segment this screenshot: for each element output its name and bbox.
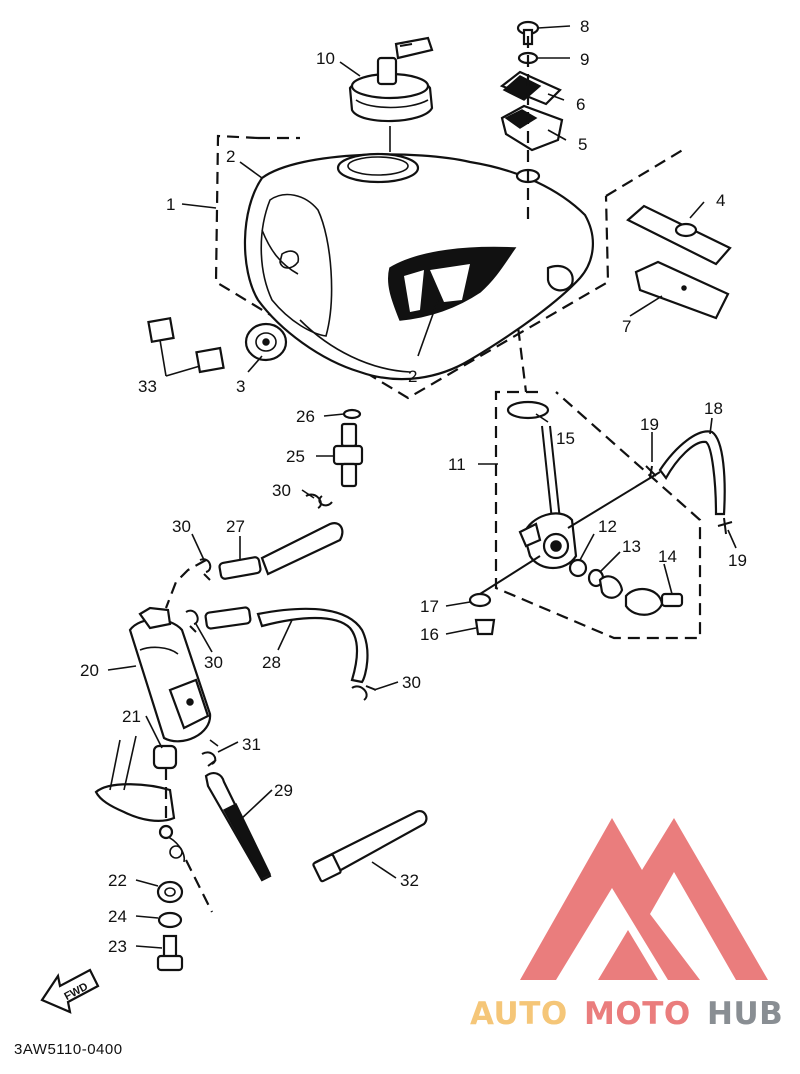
callout-30-d: 30	[402, 673, 421, 692]
fuel-cap	[348, 36, 434, 152]
damper-21	[152, 744, 178, 770]
collar-22	[156, 880, 184, 904]
tank-assembly-boundary	[214, 134, 687, 400]
leader-27-to-pump	[164, 559, 207, 609]
fwd-arrow: FWD	[40, 968, 100, 1014]
diagram-code: 3AW5110-0400	[14, 1041, 123, 1058]
fuel-tank	[243, 152, 594, 381]
lever-plate	[598, 575, 664, 616]
clip-30a	[305, 493, 333, 509]
clip-30b	[199, 558, 212, 581]
clip-19b	[717, 517, 733, 535]
callout-19-right: 19	[728, 551, 747, 570]
callout-22: 22	[108, 871, 127, 890]
callout-1: 1	[166, 195, 175, 214]
callout-labels: 1 2 2 3 4 5 6 7 8 9 10 11 12 13 14 15 16…	[80, 17, 747, 956]
callout-32: 32	[400, 871, 419, 890]
joint-25	[332, 422, 364, 488]
callout-4: 4	[716, 191, 725, 210]
callout-7: 7	[622, 317, 631, 336]
callout-26: 26	[296, 407, 315, 426]
callout-15: 15	[556, 429, 575, 448]
callout-30-c: 30	[204, 653, 223, 672]
callout-2-top: 2	[226, 147, 235, 166]
o-ring-26	[342, 408, 362, 420]
callout-8: 8	[580, 17, 589, 36]
callout-20: 20	[80, 661, 99, 680]
washer-17	[468, 592, 492, 608]
fuel-cock-assembly-boundary	[494, 390, 702, 640]
logo-triangle-mark	[520, 818, 768, 980]
clip-30d	[351, 685, 377, 701]
callout-29: 29	[274, 781, 293, 800]
sticker-33	[147, 316, 225, 374]
bracket-4	[626, 204, 732, 266]
cover-5	[500, 104, 564, 152]
callout-14: 14	[658, 547, 677, 566]
callout-25: 25	[286, 447, 305, 466]
callout-2-bottom: 2	[408, 367, 417, 386]
breather-hose-29	[204, 772, 272, 882]
leader-tank-to-cock	[514, 309, 528, 393]
callout-10: 10	[316, 49, 335, 68]
callout-11: 11	[448, 455, 466, 474]
callout-16: 16	[420, 625, 439, 644]
callout-12: 12	[598, 517, 617, 536]
damper-7	[634, 260, 730, 320]
band-32	[312, 810, 428, 883]
callout-24: 24	[108, 907, 127, 926]
cover-6	[499, 70, 562, 106]
fuel-cock	[518, 425, 578, 570]
drain-bolt-16	[474, 618, 496, 636]
clip-31	[201, 751, 217, 767]
callout-21: 21	[122, 707, 141, 726]
leader-cock-to-17	[479, 555, 541, 595]
screw-14	[660, 592, 684, 608]
gasket-12	[568, 558, 588, 578]
callout-23: 23	[108, 937, 127, 956]
damper-3	[244, 322, 288, 362]
callout-30-a: 30	[272, 481, 291, 500]
automotohub-logo: AUTO MOTO HUB	[470, 818, 783, 1032]
callout-6: 6	[576, 95, 585, 114]
hose-18	[658, 430, 726, 516]
brand-hub: HUB	[707, 996, 783, 1032]
callout-33: 33	[138, 377, 157, 396]
brand-auto: AUTO	[470, 996, 568, 1032]
leader-hose-to-cock	[567, 471, 661, 529]
fuel-pump	[128, 606, 219, 747]
callout-3: 3	[236, 377, 245, 396]
callout-9: 9	[580, 50, 589, 69]
clip-30c	[185, 609, 199, 633]
hose-27	[218, 522, 344, 580]
washer-24	[157, 911, 183, 929]
nut-boss	[158, 824, 174, 840]
callout-leaders	[107, 25, 737, 949]
callout-17: 17	[420, 597, 439, 616]
hose-28	[204, 606, 369, 684]
callout-28: 28	[262, 653, 281, 672]
callout-30-b: 30	[172, 517, 191, 536]
callout-5: 5	[578, 135, 587, 154]
bolt-23	[156, 934, 184, 972]
callout-18: 18	[704, 399, 723, 418]
callout-13: 13	[622, 537, 641, 556]
o-ring-15	[506, 400, 550, 420]
callout-19-top: 19	[640, 415, 659, 434]
callout-31: 31	[242, 735, 261, 754]
brand-moto: MOTO	[584, 996, 691, 1032]
callout-27: 27	[226, 517, 245, 536]
